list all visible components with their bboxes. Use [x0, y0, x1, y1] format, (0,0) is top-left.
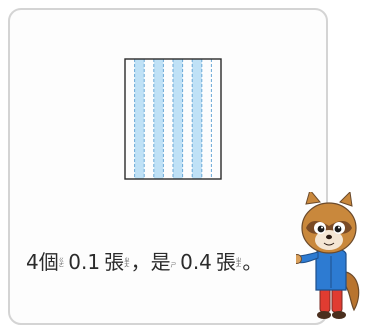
caption-number-4: 4	[26, 250, 39, 274]
shaded-strip	[192, 59, 202, 179]
shaded-strip	[173, 59, 183, 179]
shaded-strip	[134, 59, 145, 179]
caption-comma: ，	[130, 250, 151, 274]
mascot-mouth	[323, 242, 335, 246]
mascot-ear-right	[339, 192, 353, 207]
mascot-shoe-right	[332, 311, 346, 319]
mascot-shoe-left	[317, 311, 331, 319]
zhuyin-annotation: ㄓ ㄤ	[124, 258, 130, 269]
raccoon-mascot	[296, 192, 360, 319]
caption-word-shi: 是 ㄕ	[150, 250, 177, 274]
mascot-ear-left	[305, 192, 321, 205]
shaded-strip	[153, 59, 164, 179]
caption-word-ge: 個 ㄍ ㄜ	[38, 250, 65, 274]
question-card	[8, 8, 328, 325]
caption-number-0-1: 0.1	[68, 250, 101, 274]
mascot-hand	[296, 254, 302, 264]
mascot-leg-left	[319, 287, 331, 313]
zhuyin-annotation: ㄕ	[170, 263, 177, 269]
zhuyin-annotation: ㄓ ㄤ	[235, 258, 242, 269]
mascot-muzzle	[315, 230, 343, 250]
caption-number-0-4: 0.4	[180, 250, 212, 274]
zhuyin-annotation: ㄍ ㄜ	[58, 258, 65, 269]
caption-word-zhang: 張 ㄓ ㄤ	[104, 250, 130, 274]
caption-sentence: 4 個 ㄍ ㄜ 0.1 張 ㄓ ㄤ ， 是 ㄕ 0.4 張 ㄓ ㄤ 。	[26, 251, 262, 273]
decimal-strip-figure	[124, 58, 222, 180]
caption-period: 。	[242, 250, 263, 274]
caption-word-zhang: 張 ㄓ ㄤ	[215, 250, 242, 274]
mascot-leg-right	[331, 287, 343, 313]
figure-border	[124, 58, 222, 180]
mascot-nose	[326, 234, 332, 240]
